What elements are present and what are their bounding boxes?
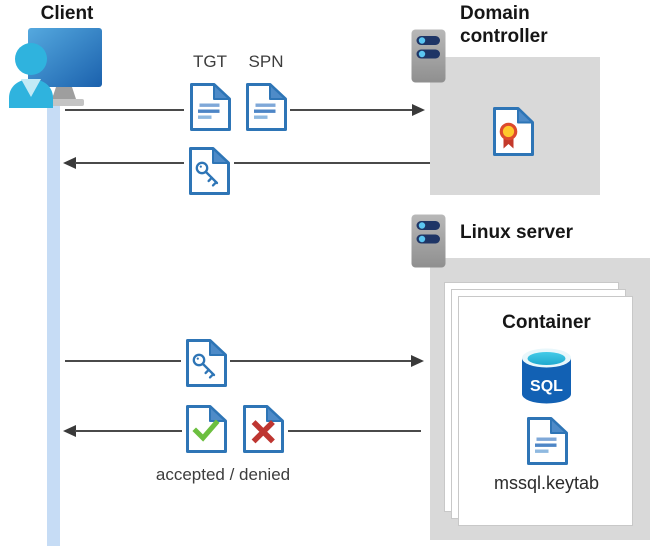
denied-document-icon bbox=[241, 404, 285, 454]
spn-document-icon bbox=[244, 82, 288, 132]
server-tower-icon bbox=[411, 214, 446, 268]
arrowhead-left-icon bbox=[63, 425, 76, 437]
client-lifeline bbox=[47, 95, 60, 546]
container-label: Container bbox=[502, 312, 591, 333]
arrowhead-right-icon bbox=[411, 355, 424, 367]
check-icon bbox=[192, 419, 220, 442]
tgt-document-icon bbox=[188, 82, 232, 132]
accepted-document-icon bbox=[184, 404, 228, 454]
key-document-icon bbox=[187, 146, 231, 196]
server-tower-icon bbox=[411, 29, 446, 83]
key-document-icon bbox=[184, 338, 228, 388]
x-icon bbox=[251, 420, 275, 444]
arrowhead-left-icon bbox=[63, 157, 76, 169]
certificate-icon bbox=[491, 106, 536, 157]
spn-label: SPN bbox=[248, 52, 284, 71]
sql-label: SQL bbox=[530, 378, 563, 395]
client-icon bbox=[4, 24, 112, 110]
domain-controller-server-icon bbox=[411, 29, 446, 83]
domain-controller-label: Domain controller bbox=[460, 3, 548, 47]
accepted-denied-label: accepted / denied bbox=[155, 465, 291, 484]
arrowhead-right-icon bbox=[412, 104, 425, 116]
linux-server-icon bbox=[411, 214, 446, 268]
person-at-monitor-icon bbox=[9, 28, 102, 108]
person-icon bbox=[15, 43, 47, 75]
medal-icon bbox=[499, 122, 518, 141]
linux-server-label: Linux server bbox=[460, 222, 573, 243]
client-label: Client bbox=[40, 3, 94, 24]
sql-database-icon: SQL bbox=[519, 347, 574, 407]
monitor-icon bbox=[28, 28, 102, 87]
container-card: Container SQL m bbox=[458, 296, 633, 526]
keytab-document-icon bbox=[525, 416, 569, 466]
keytab-file-label: mssql.keytab bbox=[493, 473, 600, 493]
sql-database-cylinder-icon: SQL bbox=[522, 348, 571, 404]
tgt-label: TGT bbox=[193, 52, 227, 71]
